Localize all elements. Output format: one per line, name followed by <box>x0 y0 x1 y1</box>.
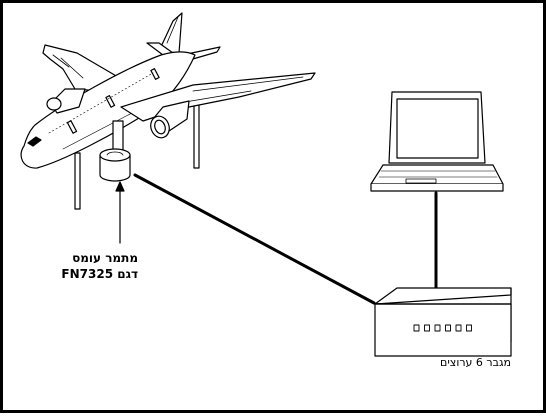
amplifier-channel-1 <box>413 324 420 332</box>
amplifier-channel-2 <box>424 324 430 332</box>
amplifier <box>374 287 512 357</box>
laptop-display <box>396 98 479 159</box>
engine-near <box>150 100 190 139</box>
amplifier-front <box>374 303 512 357</box>
sensor-model: דגם FN7325 <box>61 267 138 281</box>
aircraft-model <box>20 12 316 210</box>
laptop <box>370 91 504 192</box>
sensor-name: מתמר עומס <box>72 251 138 265</box>
support-stand-rear <box>74 100 200 210</box>
support-stand-front <box>112 120 124 152</box>
amplifier-channel-6 <box>466 324 472 332</box>
diagram-svg <box>20 12 512 357</box>
amplifier-channel-3 <box>434 324 441 332</box>
sensor-arrow <box>115 181 125 244</box>
amplifier-label: מגבר 6 ערוצים <box>440 356 511 369</box>
laptop-base <box>370 164 504 185</box>
amplifier-channel-5 <box>455 324 462 332</box>
load-cell <box>99 148 131 182</box>
fuselage <box>20 51 196 169</box>
sensor-cable <box>133 173 376 305</box>
amplifier-channel-4 <box>445 324 451 332</box>
amplifier-channels <box>413 324 472 332</box>
sensor-label: מתמר עומס דגם FN7325 <box>33 250 138 282</box>
engine-far <box>46 88 86 114</box>
